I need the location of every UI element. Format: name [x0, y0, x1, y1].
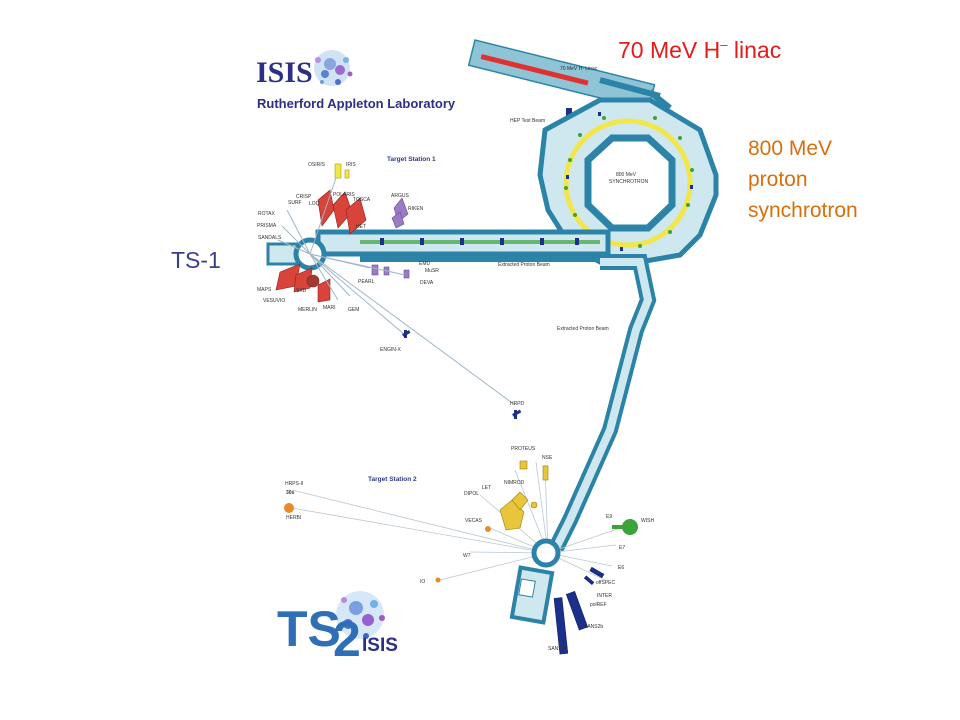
linac-small-label: 70 MeV H- Linac: [560, 66, 598, 72]
label-wish: WISH: [641, 518, 654, 524]
label-w7: W7: [463, 553, 471, 559]
ts1-callout: TS-1: [171, 247, 221, 273]
label-osiris: OSIRIS: [308, 162, 326, 168]
label-tosca: TOSCA: [353, 197, 371, 203]
extracted-beam-label-1: Extracted Proton Beam: [498, 262, 550, 268]
synchrotron-ring: 800 MeV SYNCHROTRON: [537, 97, 719, 265]
label-argus: ARGUS: [391, 193, 409, 199]
ral-lab-name: Rutherford Appleton Laboratory: [257, 96, 456, 111]
io-instrument: [435, 577, 441, 583]
label-polaris: POLARIS: [333, 192, 355, 198]
label-vesuvio: VESUVIO: [263, 298, 285, 304]
ts2-isis-logo: TS 2 ISIS: [277, 591, 398, 667]
engin-x-instrument: [402, 330, 411, 338]
label-offspec: offSPEC: [596, 580, 615, 586]
ts2-logo-burst: [336, 591, 385, 639]
ts2-beamline: Extracted Proton Beam: [548, 254, 657, 552]
vecas-instrument: [485, 526, 491, 532]
synchrotron-callout-line1: 800 MeV: [748, 137, 832, 160]
synchrotron-callout-line2: proton: [748, 168, 808, 191]
ts2-logo-ts: TS: [277, 601, 341, 657]
linac-callout-superscript: –: [720, 37, 728, 52]
label-het: HET: [356, 224, 366, 230]
extracted-beam-label-2: Extracted Proton Beam: [557, 326, 609, 332]
label-musr: MuSR: [425, 268, 439, 274]
label-riken: RIKEN: [408, 206, 424, 212]
label-proteus: PROTEUS: [511, 446, 536, 452]
label-polref: polREF: [590, 602, 607, 608]
synchrotron-callout-line3: synchrotron: [748, 199, 858, 222]
label-emu: EMU: [419, 261, 431, 267]
label-deva: DEVA: [420, 280, 434, 286]
label-surf: SURF: [288, 200, 302, 206]
label-dipol: DIPOL: [464, 491, 479, 497]
wish-instrument: [612, 519, 638, 535]
label-nimrod: NIMROD: [504, 480, 525, 486]
synchrotron-small-label-1: 800 MeV: [616, 172, 637, 178]
label-e7: E7: [619, 545, 625, 551]
label-30s: 30s: [286, 490, 295, 496]
ts1-station: Target Station 1: [257, 156, 525, 419]
label-e6: E6: [618, 565, 624, 571]
label-nse: NSE: [542, 455, 553, 461]
label-pearl: PEARL: [358, 279, 375, 285]
ts1-beamline: Extracted Proton Beam: [315, 229, 611, 268]
hrpd-instrument: [512, 409, 522, 419]
label-e9: E9: [606, 514, 612, 520]
label-gem: GEM: [348, 307, 359, 313]
herbi-instrument: [284, 503, 294, 513]
label-mari: MARI: [323, 305, 336, 311]
label-sans2b: SANS2b: [584, 624, 603, 630]
label-sandals: SANDALS: [258, 235, 282, 241]
ts2-station: Target Station 2: [284, 446, 654, 655]
label-vecas: VECAS: [465, 518, 483, 524]
label-rotax: ROTAX: [258, 211, 276, 217]
target-station-1-label: Target Station 1: [387, 156, 436, 163]
ts2-logo-two: 2: [333, 611, 361, 667]
label-hrpd: HRPD: [510, 401, 525, 407]
label-merlin: MERLIN: [298, 307, 317, 313]
label-let: LET: [482, 485, 491, 491]
synchrotron-small-label-2: SYNCHROTRON: [609, 179, 649, 185]
isis-logo-burst: [314, 50, 353, 86]
label-maps: MAPS: [257, 287, 272, 293]
linac-callout-main: 70 MeV H: [618, 37, 720, 63]
hep-beam-label: HEP Test Beam: [510, 118, 545, 124]
ts2-logo-isis: ISIS: [362, 635, 398, 656]
label-engin-x: ENGIN-X: [380, 347, 402, 353]
label-io: IO: [420, 579, 425, 585]
label-prisma: PRISMA: [257, 223, 277, 229]
isis-logo: ISIS Rutherford Appleton Laboratory: [256, 50, 456, 111]
label-herbi: HERBI: [286, 515, 301, 521]
isis-logo-word: ISIS: [256, 56, 313, 89]
linac-callout: 70 MeV H– linac: [618, 37, 781, 63]
label-sans2a: SANS2a: [548, 646, 567, 652]
target-station-2-label: Target Station 2: [368, 476, 417, 483]
label-crisp: CRISP: [296, 194, 312, 200]
label-loq: LOQ: [309, 201, 320, 207]
label-hrps-ii: HRPS-II: [285, 481, 303, 487]
label-inter: INTER: [597, 593, 612, 599]
linac-callout-suffix: linac: [728, 37, 782, 63]
label-iris: IRIS: [346, 162, 356, 168]
label-sxd: SXD: [296, 288, 307, 294]
